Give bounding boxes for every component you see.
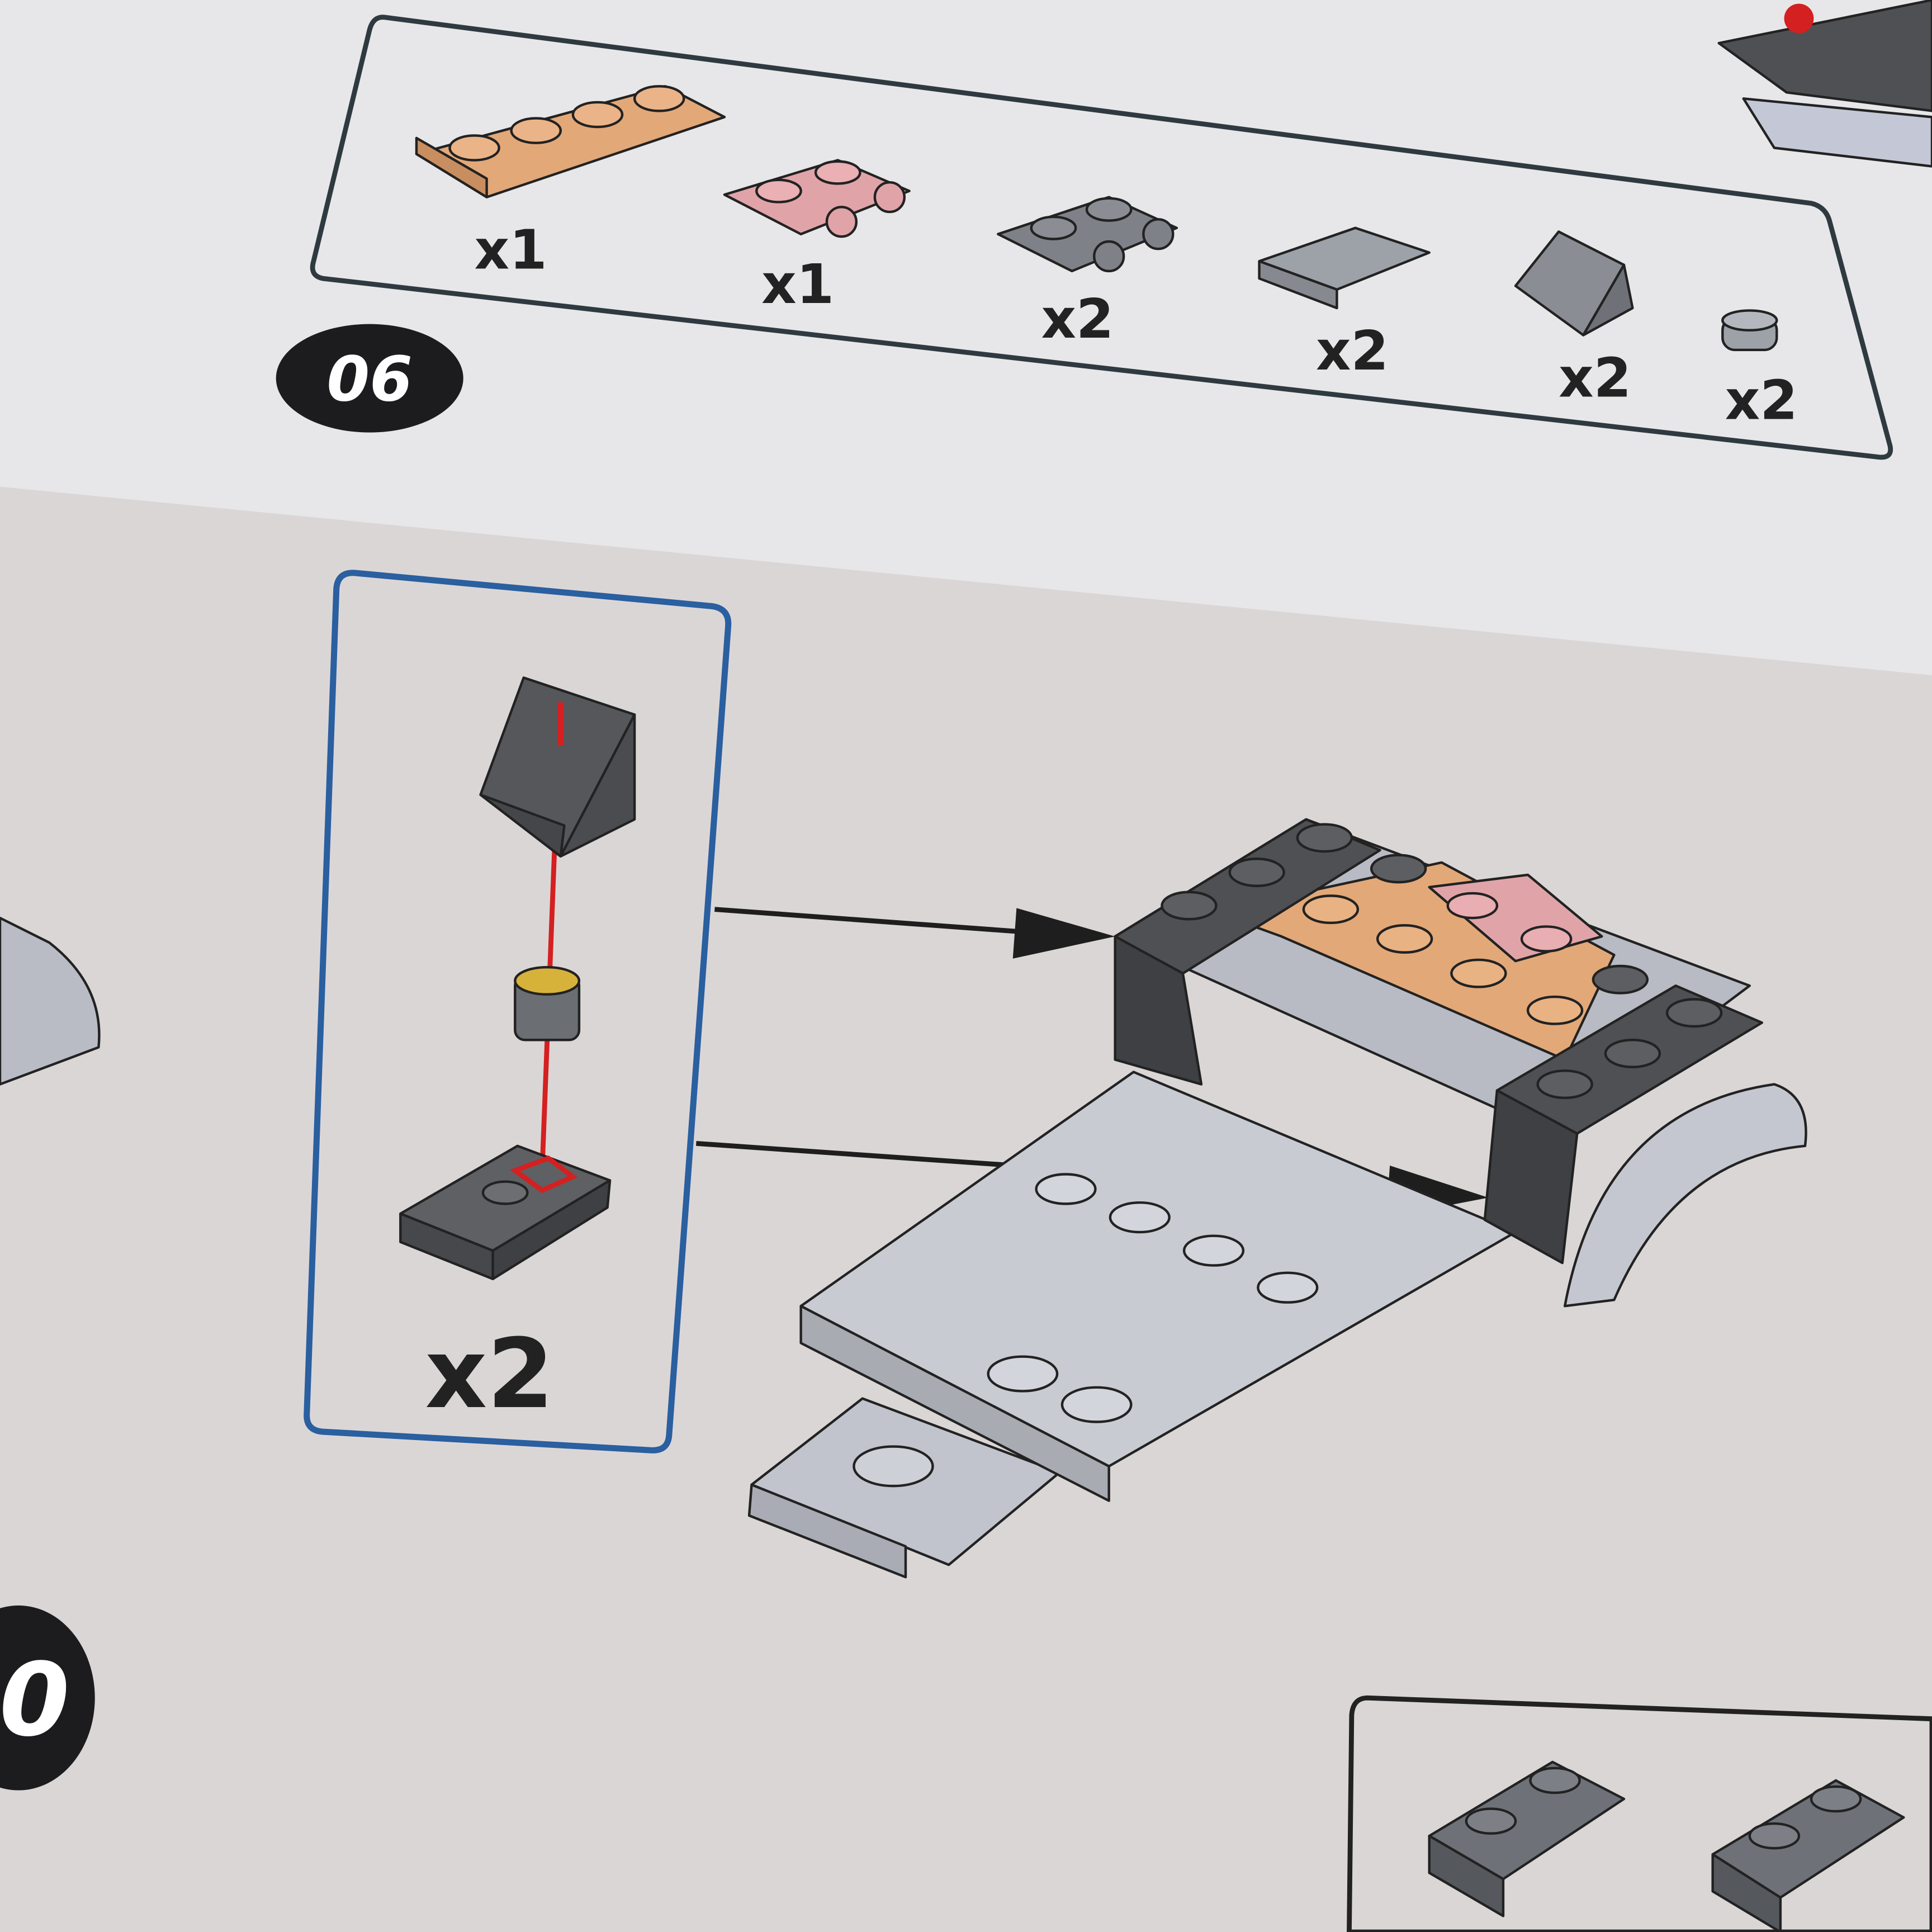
step-number: 06 — [327, 343, 413, 415]
next-parts-box — [1347, 1695, 1932, 1932]
qty-label: x2 — [1041, 287, 1114, 351]
next-step-badge: 0 — [0, 1605, 95, 1791]
top-right-partial-illustration — [1717, 0, 1932, 168]
step-number-badge: 06 — [276, 324, 463, 433]
tan-plate-icon — [415, 85, 726, 198]
dark-slope-icon — [479, 676, 636, 858]
qty-label: x2 — [1559, 347, 1631, 410]
gray-round-tile-icon — [1721, 309, 1778, 352]
qty-label: x1 — [761, 253, 834, 316]
callout-qty: x2 — [425, 1318, 554, 1430]
qty-label: x2 — [1725, 368, 1798, 432]
main-model-illustration — [747, 818, 1807, 1579]
arrow-head-icon — [1012, 908, 1115, 959]
dark-plate-icon — [399, 1144, 612, 1281]
previous-model-partial — [0, 916, 101, 1086]
qty-label: x1 — [475, 218, 547, 281]
gray-clip-plate-icon — [997, 196, 1178, 273]
next-step-number: 0 — [0, 1641, 70, 1759]
round-tile-icon — [514, 966, 581, 1041]
qty-label: x2 — [1316, 319, 1389, 382]
parts-list-box: x1 x1 x2 x2 x2 — [310, 15, 1893, 460]
sub-assembly-callout: x2 — [304, 570, 732, 1453]
gray-slope-icon — [1514, 230, 1634, 337]
pink-plate-icon — [723, 159, 911, 238]
gray-plate-icon — [1258, 226, 1431, 310]
